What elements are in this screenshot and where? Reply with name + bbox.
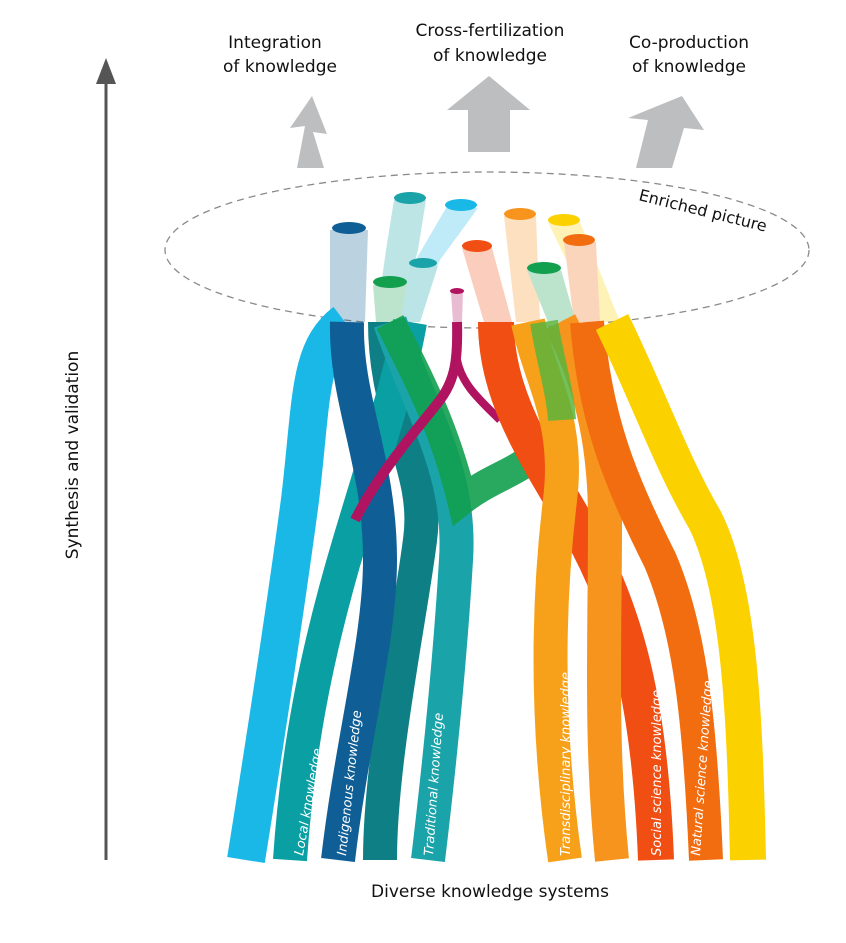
strand-red-orange bbox=[478, 321, 674, 861]
outcome-co-production-line2: of knowledge bbox=[632, 57, 746, 77]
strand-natural bbox=[570, 320, 723, 861]
strand-yellow bbox=[595, 314, 766, 861]
enriched-picture-label: Enriched picture bbox=[637, 185, 769, 235]
outcome-co-production: Co-production of knowledge bbox=[629, 33, 749, 77]
outcome-cross-fertilization: Cross-fertilization of knowledge bbox=[416, 21, 565, 66]
strand-label-transdisciplinary: Transdisciplinary knowledge bbox=[559, 672, 574, 856]
strand-magenta bbox=[350, 321, 463, 523]
strand-label-social-science: Social science knowledge bbox=[650, 690, 665, 856]
arrow-center-icon bbox=[447, 76, 530, 152]
strand-indigenous bbox=[321, 321, 398, 862]
outcome-integration-line1: Integration bbox=[228, 33, 322, 53]
outcome-integration: Integration of knowledge bbox=[223, 33, 337, 77]
outcome-cross-fertilization-line2: of knowledge bbox=[433, 46, 547, 66]
arrow-right-icon bbox=[628, 96, 704, 168]
x-axis-label: Diverse knowledge systems bbox=[371, 882, 609, 902]
strand-faded-tops bbox=[330, 200, 620, 322]
outcome-cross-fertilization-line1: Cross-fertilization bbox=[416, 21, 565, 41]
outcome-integration-line2: of knowledge bbox=[223, 57, 337, 77]
strand-light-green bbox=[530, 319, 576, 422]
y-axis-arrowhead bbox=[96, 58, 116, 84]
strand-sky bbox=[227, 306, 358, 864]
enriched-picture-ellipse bbox=[164, 171, 810, 329]
y-axis-label: Synthesis and validation bbox=[63, 351, 83, 559]
arrow-left-icon bbox=[290, 96, 327, 168]
strand-caps bbox=[332, 192, 595, 294]
strands bbox=[227, 306, 766, 864]
outcome-co-production-line1: Co-production bbox=[629, 33, 749, 53]
